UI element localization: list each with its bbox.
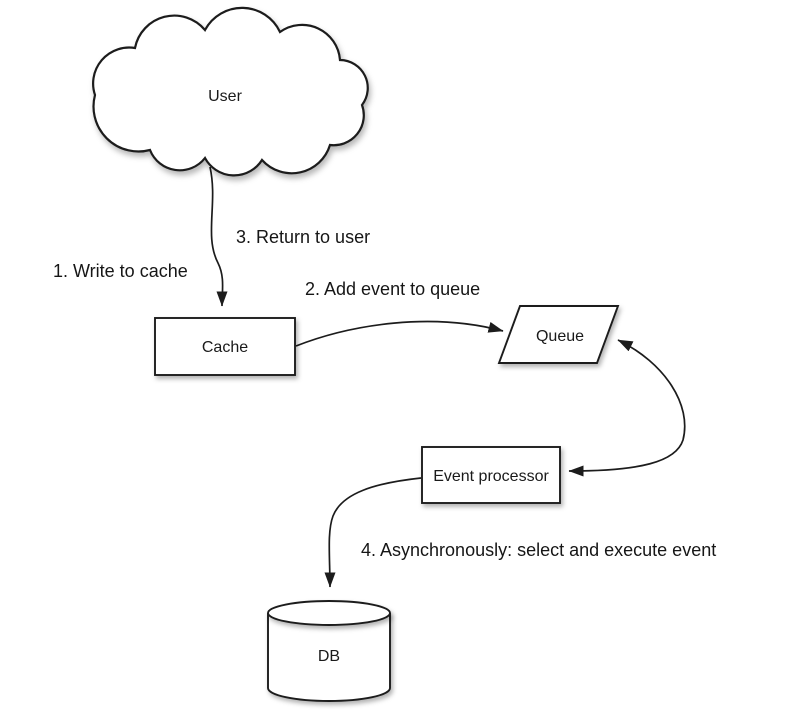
label-async-execute: 4. Asynchronously: select and execute ev…	[361, 540, 716, 560]
user-label: User	[208, 88, 242, 105]
arrow-user-to-cache	[209, 166, 228, 307]
queue-parallelogram	[497, 305, 620, 364]
arrow-cache-to-queue	[295, 320, 504, 347]
user-cloud-shape	[92, 6, 369, 177]
cache-label: Cache	[202, 339, 248, 356]
event-processor-box	[421, 446, 561, 504]
db-cylinder: DB	[267, 600, 391, 702]
db-label: DB	[318, 648, 340, 665]
label-write-to-cache: 1. Write to cache	[53, 261, 188, 281]
queue-label: Queue	[536, 328, 584, 345]
label-return-to-user: 3. Return to user	[236, 227, 370, 247]
event-processor-label: Event processor	[433, 468, 549, 485]
arrow-event-processor-to-db	[324, 477, 422, 588]
db-cylinder-top	[267, 600, 391, 626]
label-add-event-to-queue: 2. Add event to queue	[305, 279, 480, 299]
arrow-queue-event-processor	[568, 339, 686, 477]
db-cylinder-body	[267, 613, 391, 702]
cache-box	[154, 317, 296, 376]
